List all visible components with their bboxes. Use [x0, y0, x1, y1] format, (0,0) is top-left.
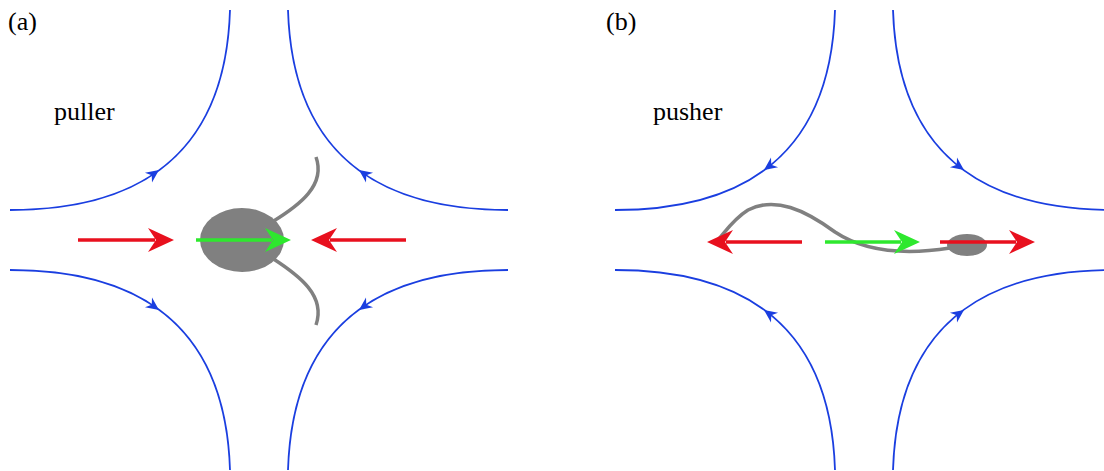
flagellum	[716, 204, 950, 251]
streamline	[893, 270, 1104, 470]
swim-line	[196, 238, 272, 242]
force-line	[940, 240, 1016, 244]
streamline	[10, 10, 230, 210]
flagellum	[272, 258, 318, 325]
force-arrowhead	[311, 228, 337, 252]
pusher-cell	[716, 204, 987, 256]
flow-arrowhead	[355, 165, 373, 182]
force-arrowhead	[148, 228, 174, 252]
force-line	[330, 238, 406, 242]
panel-label: (a)	[8, 6, 37, 37]
streamline	[288, 10, 508, 210]
swimmer-label: puller	[54, 96, 115, 127]
swimmer-label: pusher	[653, 96, 722, 127]
flow-arrowhead	[145, 298, 163, 315]
flow-arrowhead	[760, 305, 778, 322]
force-arrowhead	[1009, 230, 1035, 254]
cell-body	[947, 234, 987, 256]
panel-label: (b)	[606, 6, 636, 37]
force-line	[78, 238, 155, 242]
flow-arrowhead	[950, 305, 968, 322]
streamline	[288, 270, 508, 470]
streamline-arrows	[760, 158, 967, 323]
force-arrowhead	[707, 230, 733, 254]
streamline	[615, 10, 835, 210]
force-arrows	[78, 228, 406, 252]
streamlines	[615, 10, 1104, 470]
streamline	[10, 270, 230, 470]
force-line	[726, 240, 802, 244]
flow-arrowhead	[760, 158, 778, 175]
streamline	[615, 270, 835, 470]
flagellum	[272, 157, 318, 222]
swim-arrowhead	[265, 228, 291, 252]
flow-arrowhead	[950, 158, 968, 175]
swim-line	[825, 240, 901, 244]
swim-arrowhead	[894, 230, 920, 254]
force-arrows	[707, 230, 1035, 254]
streamlines	[10, 10, 508, 470]
streamline	[893, 10, 1104, 210]
flow-arrowhead	[145, 165, 163, 182]
flow-arrowhead	[355, 298, 373, 315]
